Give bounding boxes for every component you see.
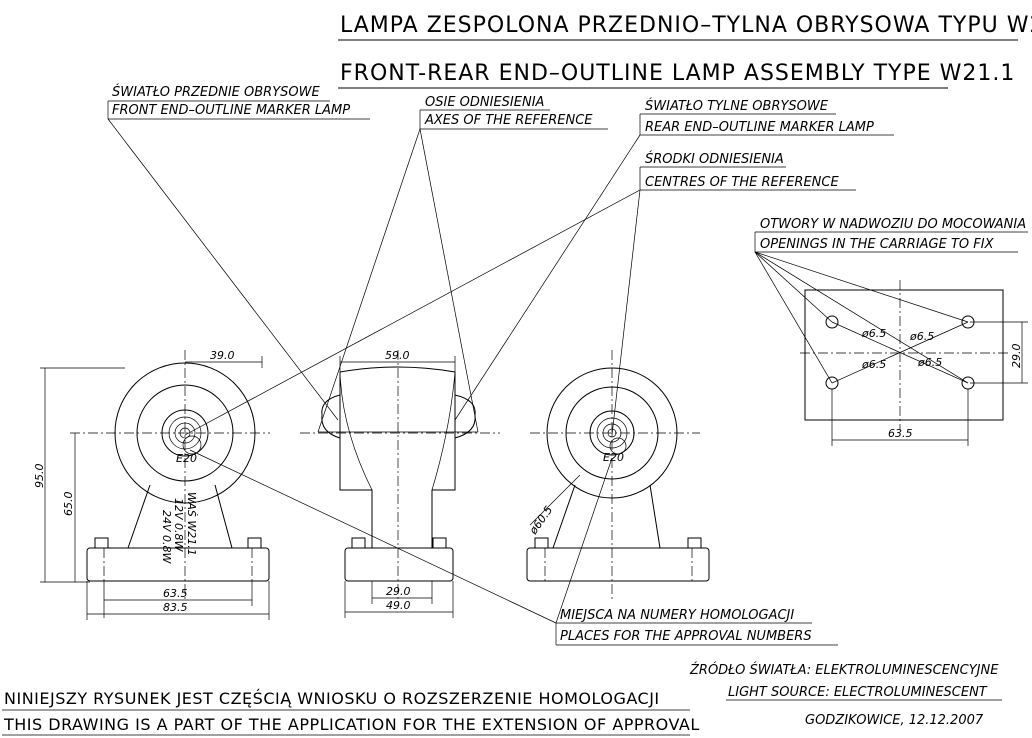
dim-29: 29.0 [386, 585, 411, 598]
callout-front-lamp-pl: ŚWIATŁO PRZEDNIE OBRYSOWE [112, 84, 320, 100]
leader-lines [107, 118, 969, 624]
footer-polish: NINIEJSZY RYSUNEK JEST CZĘŚCIĄ WNIOSKU O… [4, 689, 660, 708]
side-view [300, 350, 500, 600]
title-english: FRONT-REAR END–OUTLINE LAMP ASSEMBLY TYP… [340, 61, 1015, 86]
rear-view: E20 ø60.5 [526, 350, 710, 600]
emark-rear: E20 [603, 451, 624, 464]
dim-83-5: 83.5 [163, 601, 188, 614]
dim-95: 95.0 [33, 464, 46, 489]
marking-line3: 24V 0.8W [160, 510, 173, 565]
marking-line1: WAŚ W21.1 [185, 492, 198, 556]
callout-axes-en: AXES OF THE REFERENCE [424, 113, 593, 128]
hole-pattern: ø6.5 ø6.5 ø6.5 ø6.5 29.0 63.5 [800, 280, 1028, 446]
callout-rear-lamp-en: REAR END–OUTLINE MARKER LAMP [645, 120, 874, 135]
callout-axes: OSIE ODNIESIENIA AXES OF THE REFERENCE [419, 95, 608, 130]
hole-dim-2: ø6.5 [909, 330, 934, 343]
hole-dim-1: ø6.5 [861, 327, 886, 340]
callout-front-lamp: ŚWIATŁO PRZEDNIE OBRYSOWE FRONT END–OUTL… [107, 84, 370, 120]
dim-63-5: 63.5 [163, 587, 188, 600]
callout-approval-pl: MIEJSCA NA NUMERY HOMOLOGACJI [560, 608, 794, 623]
front-view-dimensions: 39.0 95.0 65.0 63.5 83.5 [33, 349, 270, 620]
dim-holes-h: 29.0 [1010, 344, 1023, 369]
callout-rear-lamp: ŚWIATŁO TYLNE OBRYSOWE REAR END–OUTLINE … [639, 98, 894, 136]
callout-rear-lamp-pl: ŚWIATŁO TYLNE OBRYSOWE [645, 98, 829, 114]
dim-holes-w: 63.5 [888, 427, 913, 440]
callout-approval-en: PLACES FOR THE APPROVAL NUMBERS [560, 629, 812, 644]
callout-openings-en: OPENINGS IN THE CARRIAGE TO FIX [760, 237, 995, 252]
emark-front: E20 [176, 452, 197, 465]
callout-front-lamp-en: FRONT END–OUTLINE MARKER LAMP [112, 103, 350, 118]
dim-65: 65.0 [62, 492, 75, 517]
callout-approval: MIEJSCA NA NUMERY HOMOLOGACJI PLACES FOR… [555, 608, 838, 646]
callout-openings: OTWORY W NADWOZIU DO MOCOWANIA OPENINGS … [754, 217, 1028, 253]
footer-english: THIS DRAWING IS A PART OF THE APPLICATIO… [3, 715, 700, 734]
dim-39: 39.0 [210, 349, 235, 362]
callout-openings-pl: OTWORY W NADWOZIU DO MOCOWANIA [760, 217, 1026, 232]
side-view-dimensions: 59.0 29.0 49.0 [339, 349, 456, 618]
callout-axes-pl: OSIE ODNIESIENIA [425, 95, 544, 110]
light-source-pl: ŹRÓDŁO ŚWIATŁA: ELEKTROLUMINESCENCYJNE [689, 662, 999, 678]
callout-centres: ŚRODKI ODNIESIENIA CENTRES OF THE REFERE… [639, 151, 856, 191]
light-source-en: LIGHT SOURCE: ELECTROLUMINESCENT [728, 685, 988, 700]
hole-dim-4: ø6.5 [917, 356, 942, 369]
dim-49: 49.0 [386, 599, 411, 612]
callout-centres-en: CENTRES OF THE REFERENCE [645, 175, 839, 190]
dim-60-5: ø60.5 [526, 504, 555, 538]
marking-line2: 12V 0.8W [172, 498, 185, 553]
place-date: GODZIKOWICE, 12.12.2007 [805, 713, 984, 728]
front-view: E20 WAŚ W21.1 12V 0.8W 24V 0.8W [70, 350, 270, 600]
dim-59: 59.0 [385, 349, 410, 362]
title-polish: LAMPA ZESPOLONA PRZEDNIO–TYLNA OBRYSOWA … [340, 13, 1032, 38]
hole-dim-3: ø6.5 [861, 358, 886, 371]
callout-centres-pl: ŚRODKI ODNIESIENIA [645, 151, 784, 167]
